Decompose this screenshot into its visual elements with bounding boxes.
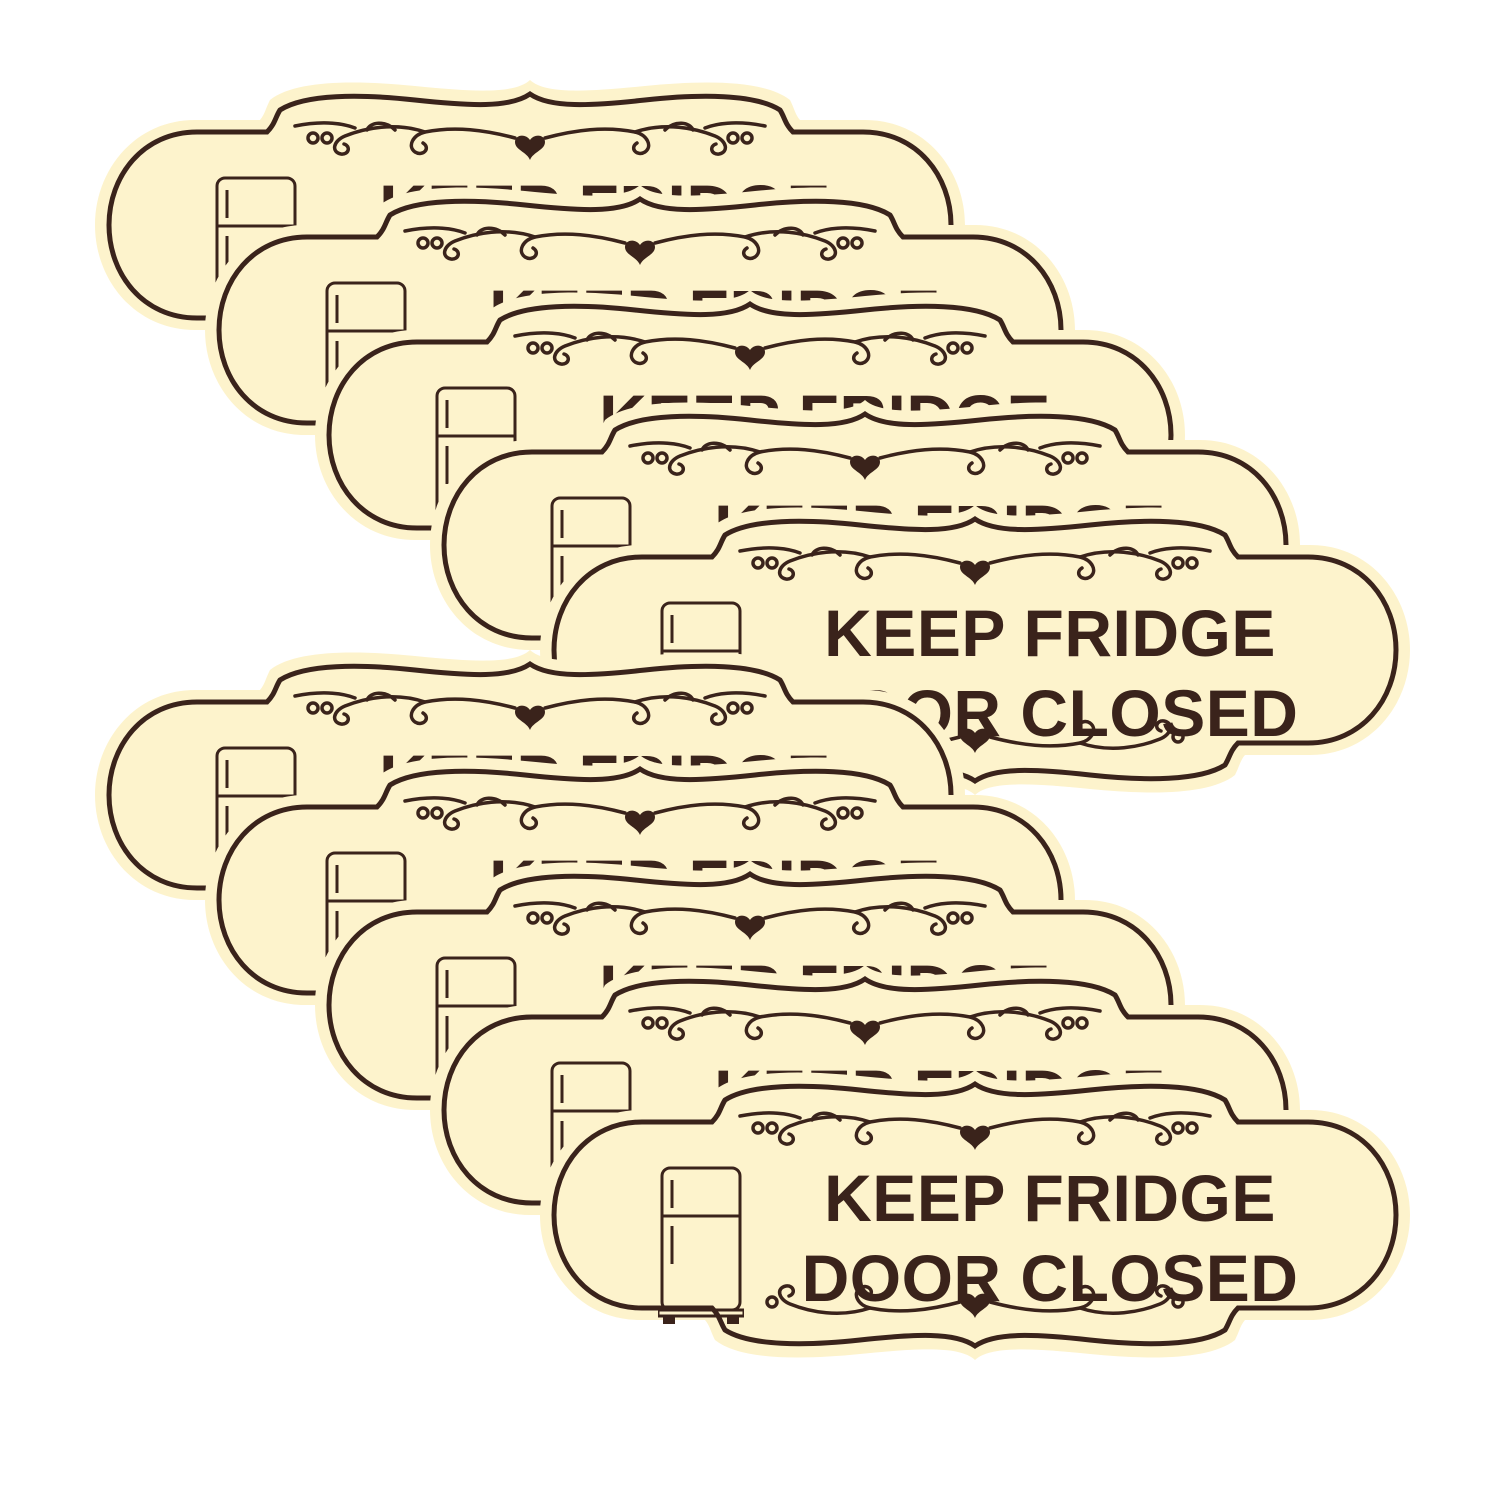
flourish-top — [293, 691, 767, 726]
heart-icon — [735, 915, 765, 940]
flourish-top — [403, 226, 877, 261]
heart-icon — [735, 345, 765, 370]
flourish-top — [513, 901, 987, 936]
sign-line-1: KEEP FRIDGE — [824, 1161, 1276, 1235]
sign-line-2: DOOR CLOSED — [801, 1241, 1299, 1315]
heart-icon — [960, 560, 990, 585]
flourish-top — [628, 441, 1102, 476]
flourish-bottom — [765, 1284, 1185, 1315]
flourish-top — [738, 1111, 1212, 1146]
heart-icon — [850, 455, 880, 480]
heart-icon — [515, 705, 545, 730]
fridge-icon — [658, 1166, 744, 1324]
heart-icon — [960, 1293, 990, 1318]
heart-icon — [625, 810, 655, 835]
flourish-top — [403, 796, 877, 831]
sign-line-1: KEEP FRIDGE — [824, 596, 1276, 670]
sign-plate — [540, 1070, 1410, 1360]
heart-icon — [960, 1125, 990, 1150]
sign-text: KEEP FRIDGE DOOR CLOSED — [770, 1158, 1330, 1318]
flourish-top — [628, 1006, 1102, 1041]
flourish-top — [293, 121, 767, 156]
flourish-top — [513, 331, 987, 366]
heart-icon — [850, 1020, 880, 1045]
sign: KEEP FRIDGE DOOR CLOSED — [540, 1070, 1410, 1360]
heart-icon — [515, 135, 545, 160]
heart-icon — [625, 240, 655, 265]
heart-icon — [960, 728, 990, 753]
flourish-top — [738, 546, 1212, 581]
